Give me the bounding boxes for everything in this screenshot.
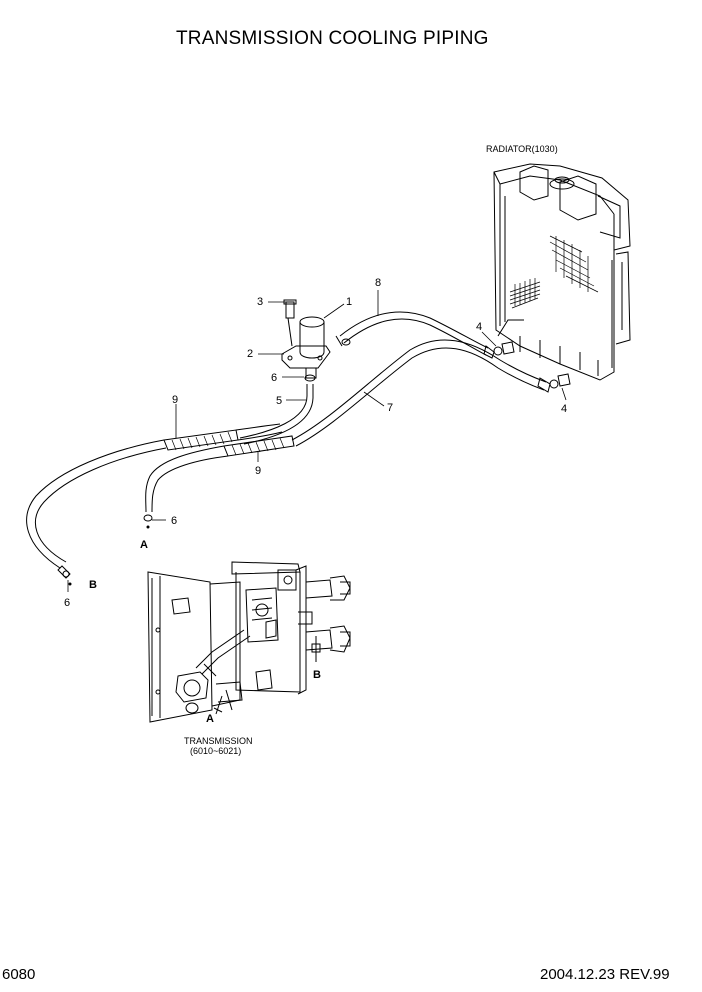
leader-dots [68,525,150,586]
revision-date: 2004.12.23 REV.99 [540,966,670,983]
spiral-guard-9-left [171,431,233,451]
transmission-assembly [147,561,351,723]
callout-4-upper: 4 [476,321,482,333]
o-ring-6-a [143,514,153,522]
o-ring-6-b [62,570,70,578]
callout-8: 8 [375,277,381,289]
radiator [493,163,631,381]
ref-b-lower: B [313,669,321,681]
callout-7: 7 [387,402,393,414]
callout-9-lower: 9 [255,465,261,477]
hose-8 [335,311,489,356]
page-number: 6080 [2,966,36,983]
callout-3: 3 [257,296,263,308]
ref-a-lower: A [206,713,214,725]
hose-7 [291,339,547,447]
callout-2: 2 [247,348,253,360]
radiator-label: RADIATOR(1030) [486,144,558,154]
callout-9-upper: 9 [172,394,178,406]
o-ring-6-filter [304,374,316,382]
callout-4-lower: 4 [561,403,567,415]
callout-6-filter: 6 [271,372,277,384]
callout-5: 5 [276,395,282,407]
page-title: TRANSMISSION COOLING PIPING [176,28,489,49]
oil-filter [281,299,331,379]
callout-6-b: 6 [64,597,70,609]
transmission-range: (6010~6021) [190,746,241,756]
hose-9-right [145,435,295,513]
fitting-4-upper [483,341,515,359]
hose-9-left [26,423,283,569]
callout-1: 1 [346,296,352,308]
transmission-label: TRANSMISSION [184,736,253,746]
ref-b-upper: B [89,579,97,591]
leader-lines [67,290,567,592]
callout-6-a: 6 [171,515,177,527]
hose-5 [239,384,314,445]
ref-a-upper: A [140,539,148,551]
spiral-guard-9-right [231,437,285,456]
fitting-4-lower [537,373,571,393]
